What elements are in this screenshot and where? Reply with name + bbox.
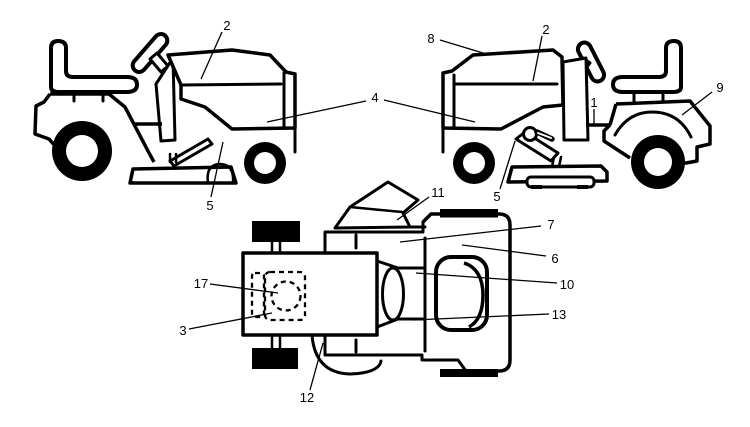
deck-lift-pivot: [522, 126, 538, 142]
leader-9: [681, 91, 713, 116]
front-tire-bottom: [252, 348, 298, 369]
steering-column: [154, 56, 177, 143]
rear-tire-bottom: [440, 369, 498, 377]
front-wheel-hub: [463, 152, 485, 174]
leader-6: [461, 244, 547, 257]
callout-label-10: 10: [560, 277, 574, 292]
callout-label-11: 11: [431, 185, 445, 200]
hood: [166, 48, 297, 131]
callout-label-12: 12: [300, 390, 314, 405]
steering-wheel-top: [381, 266, 405, 322]
hood-crease: [179, 82, 283, 87]
callout-label-13: 13: [552, 307, 566, 322]
callout-label-5-left: 5: [206, 198, 213, 213]
engine-dashed-circle: [270, 280, 302, 312]
steering-column: [561, 56, 590, 142]
seat: [49, 39, 139, 94]
leader-4-shared: [266, 99, 476, 123]
engine-dashed-box: [263, 270, 307, 322]
deck-deflector-loop: [206, 162, 235, 185]
leader-11: [396, 196, 430, 221]
hood: [441, 48, 565, 131]
callout-label-17: 17: [194, 276, 208, 291]
side-view-facing-right: [33, 32, 297, 185]
leader-8: [439, 39, 484, 54]
callout-label-3: 3: [179, 323, 186, 338]
mower-deck: [128, 165, 238, 185]
engine-dashed-strip: [250, 271, 266, 319]
callout-label-4: 4: [371, 90, 378, 105]
deck-lift-handle-inner: [537, 132, 552, 139]
chute-edge: [348, 205, 404, 214]
leader-lines: [188, 31, 713, 391]
deck-hanger: [168, 152, 178, 164]
callout-label-5-right: 5: [493, 189, 500, 204]
front-axles: [270, 240, 282, 350]
leader-2-right: [532, 35, 543, 82]
leader-17: [209, 283, 279, 294]
callout-label-8: 8: [427, 31, 434, 46]
leader-5-left: [210, 141, 224, 198]
leader-7: [399, 225, 542, 243]
front-tire-top: [252, 221, 300, 242]
seat: [611, 39, 683, 94]
seat-cushion-curve: [463, 261, 485, 329]
callout-label-1: 1: [590, 95, 597, 110]
rear-wheel-hub: [66, 135, 98, 167]
leader-12: [309, 342, 324, 391]
leader-10: [415, 272, 558, 284]
side-view-facing-left: [441, 39, 712, 189]
callout-label-6: 6: [551, 251, 558, 266]
callout-label-9: 9: [716, 80, 723, 95]
leader-3: [188, 312, 273, 330]
rear-tire-top: [440, 209, 498, 218]
deck-skirt: [525, 175, 596, 189]
rear-fender: [33, 92, 162, 163]
deck-foot-left: [531, 185, 542, 189]
leader-5-right: [499, 140, 516, 190]
callout-label-2-left: 2: [223, 18, 230, 33]
footrest-deck: [323, 220, 468, 373]
leader-2-left: [200, 31, 223, 80]
deck-foot-right: [577, 185, 588, 189]
front-wheel-hub: [254, 152, 276, 174]
callout-label-7: 7: [547, 217, 554, 232]
rear-body: [421, 212, 512, 373]
leader-13: [413, 313, 550, 321]
wheel-arch: [613, 110, 693, 139]
rear-fender: [586, 99, 712, 165]
callout-label-2-right: 2: [542, 22, 549, 37]
top-view: [241, 180, 512, 377]
seat-pedestal: [632, 90, 665, 103]
discharge-chute: [333, 180, 420, 230]
rear-wheel-hub: [644, 148, 672, 176]
belt-loop: [310, 333, 383, 376]
callout-labels: 2 4 5 8 2 1 9 5 11 7 6 10 13 17 3 12: [179, 18, 723, 405]
hood-top-view: [241, 251, 379, 337]
footrest-step: [168, 137, 214, 168]
